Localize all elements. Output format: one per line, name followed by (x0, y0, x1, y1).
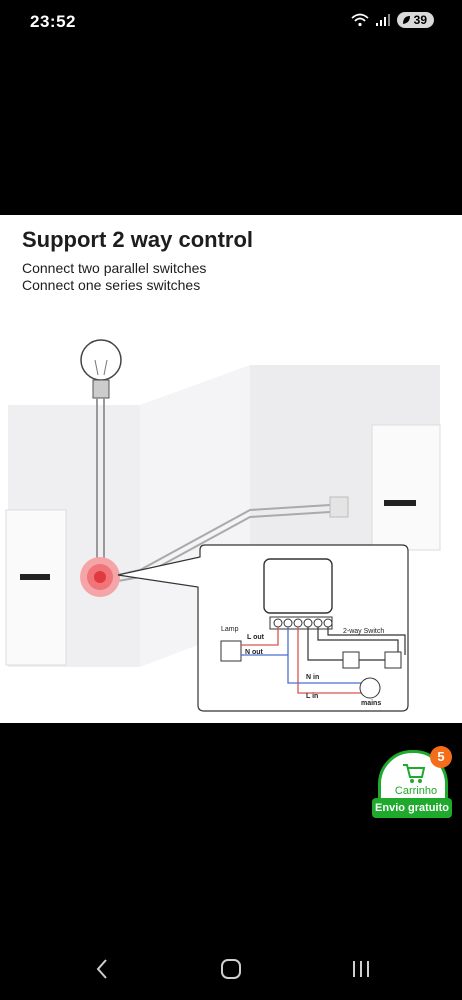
back-icon (96, 959, 107, 979)
battery-indicator: 39 (396, 12, 434, 28)
recents-button[interactable] (341, 954, 381, 984)
system-icons: 39 (351, 12, 434, 28)
image-subtitle-line-2: Connect one series switches (22, 277, 201, 293)
cart-count-badge: 5 (430, 746, 452, 768)
image-subtitle-line-1: Connect two parallel switches (22, 260, 207, 276)
back-button[interactable] (82, 954, 122, 984)
wiring-illustration (5, 339, 441, 712)
navigation-bar (0, 940, 462, 1000)
label-l-out: L out (247, 634, 264, 641)
label-lamp: Lamp (221, 626, 239, 633)
signal-icon (375, 14, 390, 26)
home-icon (221, 959, 241, 979)
wifi-icon (351, 13, 369, 27)
cart-icon (403, 764, 426, 783)
status-bar: 23:52 39 (0, 0, 462, 44)
recents-icon (353, 961, 369, 977)
free-shipping-badge: Envio gratuito (372, 798, 452, 818)
battery-level: 39 (413, 13, 427, 27)
cart-label: Carrinho (394, 785, 438, 797)
label-n-out: N out (245, 649, 263, 656)
product-image[interactable]: Support 2 way control Connect two parall… (0, 215, 462, 723)
image-title: Support 2 way control (22, 227, 254, 252)
label-2-way-switch: 2-way Switch (343, 628, 385, 635)
leaf-icon (402, 16, 410, 24)
label-mains: mains (361, 700, 382, 707)
label-l-in: L in (306, 693, 319, 700)
status-time: 23:52 (30, 12, 76, 31)
home-button[interactable] (211, 954, 251, 984)
label-n-in: N in (306, 674, 320, 681)
cart-widget[interactable]: Carrinho 5 Envio gratuito (372, 746, 452, 818)
